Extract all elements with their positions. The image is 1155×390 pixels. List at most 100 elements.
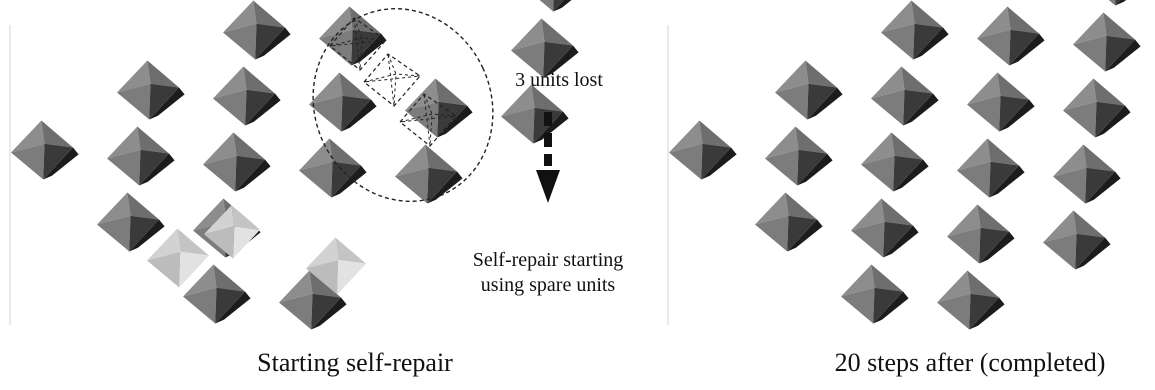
unit-face-top-right (785, 192, 817, 220)
unit-face-top-right (339, 72, 371, 100)
unit-face-top-right (977, 204, 1009, 232)
unit-face-top-left (871, 66, 905, 99)
unit-face-bottom-right (999, 95, 1029, 132)
unit-shadow (215, 291, 251, 324)
lost-unit-inner-edge (363, 73, 421, 83)
unit (405, 78, 473, 138)
unit-face-top-right (127, 192, 159, 220)
unit-face-top-right (1103, 12, 1135, 40)
unit-face-bottom-right (807, 83, 837, 120)
unit-face-top-left (851, 198, 885, 231)
unit-shadow (543, 45, 579, 78)
unit-face-top-right (329, 138, 361, 166)
unit-face-top-left (755, 192, 789, 225)
unit-face-bottom-right (233, 226, 260, 259)
unit-face-top-right (231, 205, 260, 230)
unit (11, 120, 79, 180)
lost-unit-outline (329, 17, 387, 71)
unit-shadow (701, 147, 737, 180)
unit-shadow (1095, 105, 1131, 138)
unit-face-top-left (1053, 144, 1087, 177)
unit-face-bottom-left (977, 29, 1011, 66)
unit-face-bottom-left (117, 83, 151, 120)
unit-face-bottom-right (969, 293, 999, 330)
unit-face-top-right (177, 228, 209, 256)
unit-face-top-left (977, 6, 1011, 39)
unit (97, 192, 165, 252)
unit-face-bottom-right (979, 227, 1009, 264)
unit-face-top-left (107, 126, 141, 159)
lost-unit-inner-edge (423, 93, 433, 147)
unit (861, 132, 929, 192)
unit (1063, 78, 1131, 138)
unit-face-bottom-right (787, 215, 817, 252)
unit-shadow (969, 297, 1005, 330)
unit-face-top-right (901, 66, 933, 94)
unit-shadow (1105, 39, 1141, 72)
unit (957, 138, 1025, 198)
unit-face-top-left (183, 264, 217, 297)
unit-face-top-right (1093, 78, 1125, 106)
unit-face-bottom-left (204, 226, 235, 259)
unit-shadow (43, 147, 79, 180)
unit-face-top-right (911, 0, 943, 28)
unit (977, 6, 1045, 66)
unit-face-bottom-right (311, 293, 341, 330)
unit-face-bottom-left (97, 215, 131, 252)
unit (309, 72, 377, 132)
unit-face-top-right (881, 198, 913, 226)
unit-face-bottom-right (873, 287, 903, 324)
lost-unit-inner-edge (387, 53, 397, 107)
unit-face-top-right (1007, 6, 1039, 34)
unit-face-bottom-left (1108, 0, 1116, 6)
unit-face-bottom-right (1085, 167, 1115, 204)
unit-face-top-right (253, 0, 285, 28)
unit-shadow (553, 0, 572, 12)
spare-unit (204, 205, 260, 259)
unit-face-bottom-right (913, 23, 943, 60)
unit-shadow (437, 105, 473, 138)
unit-face-top-left (306, 237, 339, 269)
unit-face-top-left (841, 264, 875, 297)
unit-face-top-right (997, 72, 1029, 100)
unit-face-top-left (501, 84, 535, 117)
unit-face-bottom-right (1095, 101, 1125, 138)
unit-face-bottom-right (43, 143, 73, 180)
unit-face-bottom-left (669, 143, 703, 180)
unit-face-bottom-right (1009, 29, 1039, 66)
unit-face-top-left (223, 0, 257, 33)
unit-face-top-right (541, 18, 573, 46)
spare-unit (306, 237, 366, 295)
unit-face-top-left (511, 18, 545, 51)
unit (203, 132, 271, 192)
unit-shadow (903, 93, 939, 126)
unit-face-bottom-left (306, 260, 339, 295)
unit-face-top-right (243, 66, 275, 94)
unit-face-bottom-left (539, 0, 554, 12)
unit-face-bottom-left (395, 167, 429, 204)
unit-face-top-left (775, 60, 809, 93)
lost-units-dashed-ellipse (312, 8, 494, 202)
unit-face-bottom-right (701, 143, 731, 180)
unit-face-bottom-left (511, 41, 545, 78)
unit-face-bottom-left (147, 251, 181, 288)
unit-face-bottom-right (179, 251, 209, 288)
lost-unit-inner-edge (399, 113, 457, 123)
unit-face-bottom-right (129, 215, 159, 252)
unit-face-bottom-right (427, 167, 457, 204)
unit-face-top-left (957, 138, 991, 171)
unit-face-top-left (309, 72, 343, 105)
unit-face-top-left (1073, 12, 1107, 45)
left-caption: Starting self-repair (257, 348, 453, 377)
unit-shadow (1085, 171, 1121, 204)
unit-face-bottom-left (1053, 167, 1087, 204)
unit-face-top-left (881, 0, 915, 33)
unit (183, 264, 251, 324)
unit-face-bottom-left (841, 287, 875, 324)
unit-shadow (913, 27, 949, 60)
unit-face-top-right (1083, 144, 1115, 172)
unit-shadow (989, 165, 1025, 198)
unit-face-top-left (97, 192, 131, 225)
unit (765, 126, 833, 186)
